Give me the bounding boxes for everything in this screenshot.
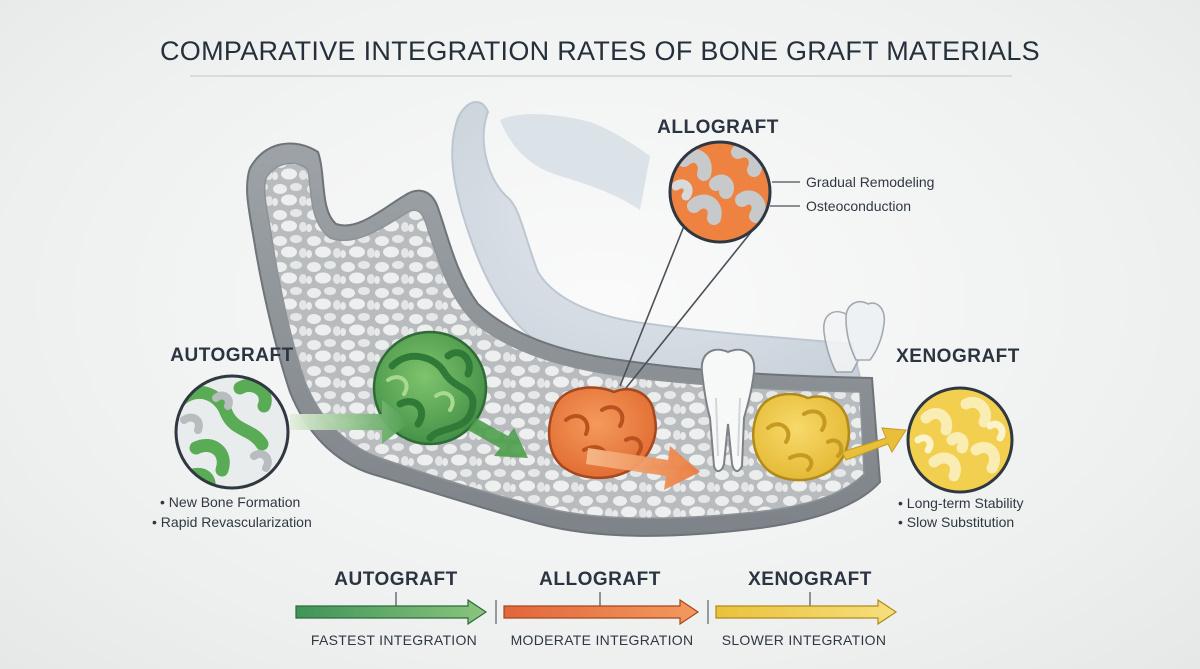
timeline-caption-autograft: FASTEST INTEGRATION [311, 632, 477, 648]
autograft-label: AUTOGRAFT [170, 345, 293, 366]
xenograft-note-2: • Slow Substitution [898, 514, 1014, 530]
xenograft-graft-mass [751, 392, 851, 482]
ghost-bone-ramus [500, 114, 650, 210]
autograft-note-1: • New Bone Formation [160, 494, 300, 510]
autograft-flow-arrow [290, 400, 410, 444]
timeline-label-autograft: AUTOGRAFT [334, 569, 457, 590]
xenograft-label: XENOGRAFT [896, 346, 1020, 367]
timeline-arrow-autograft [295, 598, 488, 626]
timeline-caption-xenograft: SLOWER INTEGRATION [722, 632, 887, 648]
autograft-note-2: • Rapid Revascularization [152, 514, 312, 530]
integration-timeline: AUTOGRAFT FASTEST INTEGRATION ALLOGRAFT … [295, 569, 898, 648]
timeline-arrow-xenograft [715, 598, 898, 626]
xenograft-magnified-view [906, 386, 1014, 494]
allograft-note-2: Osteoconduction [806, 198, 911, 214]
allograft-note-leaders [770, 181, 800, 207]
ghost-teeth [823, 300, 886, 373]
timeline-label-allograft: ALLOGRAFT [539, 569, 661, 590]
autograft-to-allograft-arrow [468, 418, 528, 458]
allograft-magnified-view [668, 140, 772, 244]
allograft-note-1: Gradual Remodeling [806, 174, 934, 190]
autograft-magnified-view [174, 374, 290, 490]
tooth [700, 348, 756, 472]
timeline-caption-allograft: MODERATE INTEGRATION [511, 632, 694, 648]
page-title: COMPARATIVE INTEGRATION RATES OF BONE GR… [160, 36, 1040, 66]
timeline-arrow-allograft [503, 598, 700, 626]
xenograft-note-1: • Long-term Stability [898, 495, 1024, 511]
allograft-label: ALLOGRAFT [657, 117, 779, 138]
xenograft-flow-arrow [841, 427, 907, 461]
allograft-callout-pointer [619, 225, 757, 389]
timeline-label-xenograft: XENOGRAFT [748, 569, 872, 590]
allograft-flow-arrow [586, 446, 700, 490]
